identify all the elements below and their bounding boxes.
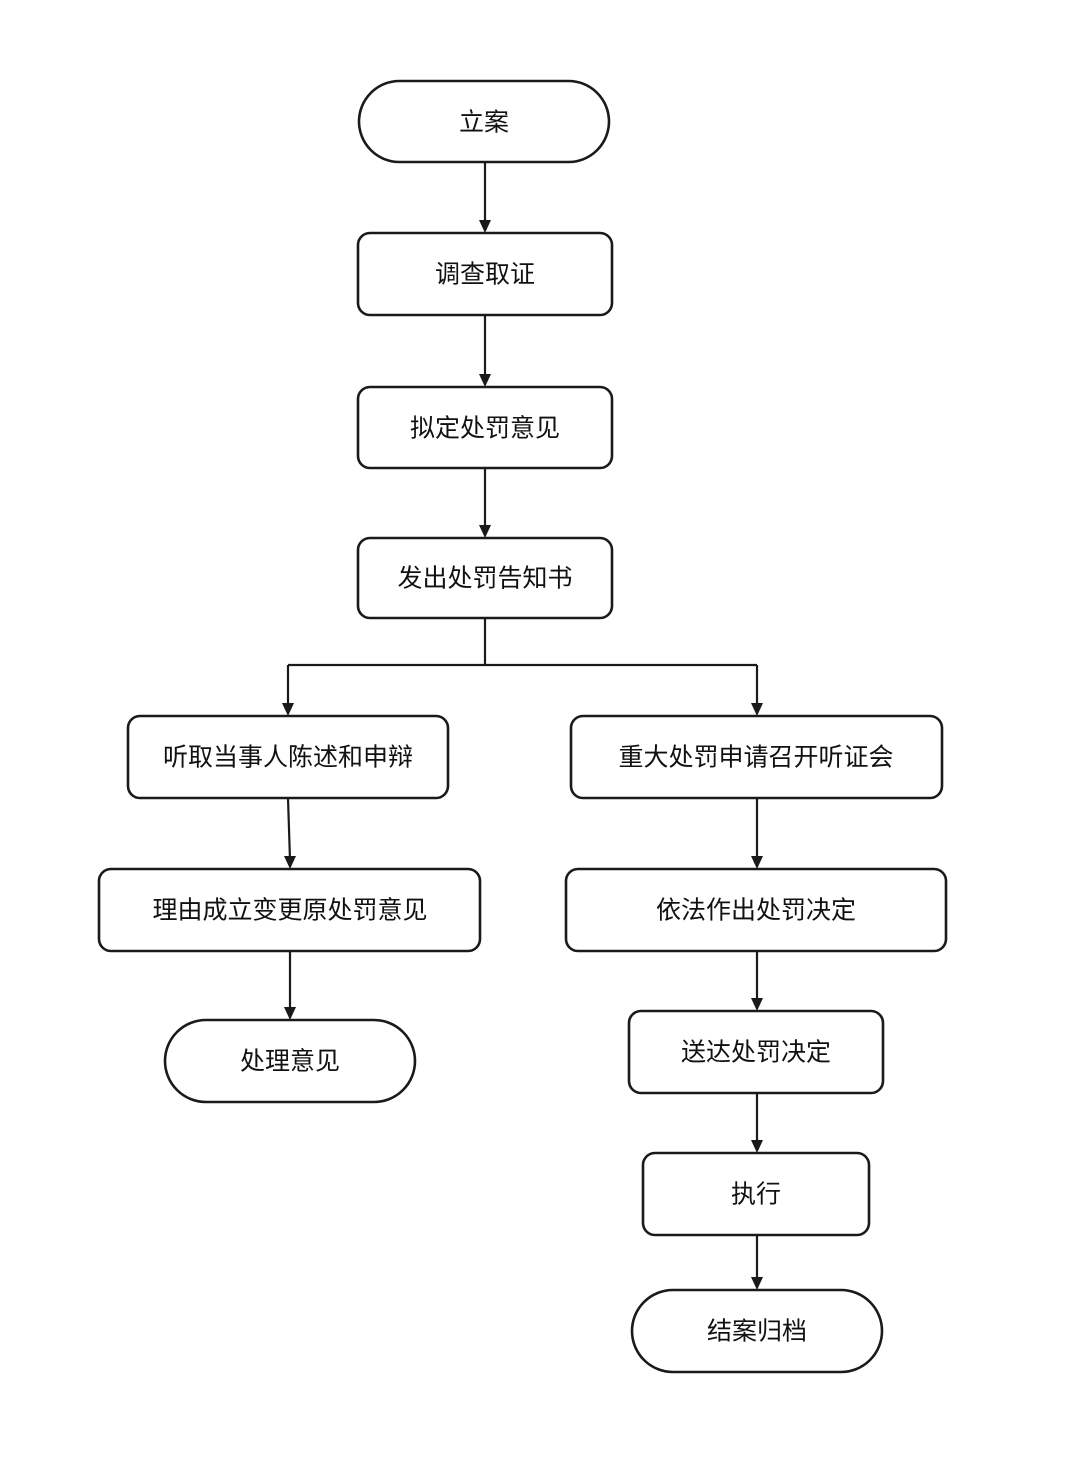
node-label: 依法作出处罚决定	[656, 896, 856, 925]
terminal-shape	[630, 1288, 884, 1374]
arrowhead-n7	[284, 1007, 296, 1020]
arrowhead-n9	[751, 856, 763, 869]
process-shape	[356, 385, 614, 470]
process-shape	[627, 1009, 885, 1095]
process-shape	[97, 867, 482, 953]
node-label: 听取当事人陈述和申辩	[163, 743, 413, 772]
node-zhi-xing: 执行	[641, 1151, 871, 1237]
process-shape	[356, 536, 614, 620]
arrowhead-n11	[751, 1140, 763, 1153]
edge-n5-n6	[286, 797, 292, 861]
node-label: 调查取证	[435, 260, 535, 289]
process-shape	[569, 714, 944, 800]
node-label: 处理意见	[240, 1047, 340, 1076]
arrowhead-n2	[479, 220, 491, 233]
node-ting-qu-chen-shu-shen-bian: 听取当事人陈述和申辩	[126, 714, 450, 800]
process-shape	[564, 867, 948, 953]
process-shape	[356, 231, 614, 317]
node-label: 理由成立变更原处罚意见	[152, 896, 427, 925]
node-yi-fa-zuo-chu-chu-fa-jue-ding: 依法作出处罚决定	[564, 867, 948, 953]
node-label: 拟定处罚意见	[410, 414, 560, 443]
arrowhead-n8	[751, 703, 763, 716]
arrowhead-n12	[751, 1277, 763, 1290]
node-label: 结案归档	[707, 1317, 807, 1346]
node-li-you-cheng-li-bian-geng: 理由成立变更原处罚意见	[97, 867, 482, 953]
node-ni-ding-chu-fa-yi-jian: 拟定处罚意见	[356, 385, 614, 470]
terminal-shape	[357, 79, 611, 164]
process-shape	[641, 1151, 871, 1237]
node-zhong-da-chu-fa-ting-zheng-hui: 重大处罚申请召开听证会	[569, 714, 944, 800]
arrowhead-n10	[751, 998, 763, 1011]
connectors	[282, 162, 763, 1290]
terminal-shape	[163, 1018, 417, 1104]
arrowhead-n6	[284, 856, 296, 869]
arrowhead-n4	[479, 525, 491, 538]
node-li-an: 立案	[357, 79, 611, 164]
node-fa-chu-chu-fa-gao-zhi-shu: 发出处罚告知书	[356, 536, 614, 620]
node-label: 立案	[459, 108, 509, 137]
node-label: 重大处罚申请召开听证会	[618, 743, 893, 772]
node-label: 发出处罚告知书	[397, 564, 572, 593]
node-chu-li-yi-jian: 处理意见	[163, 1018, 417, 1104]
arrowhead-n5	[282, 703, 294, 716]
process-shape	[126, 714, 450, 800]
node-jie-an-gui-dang: 结案归档	[630, 1288, 884, 1374]
node-label: 送达处罚决定	[681, 1038, 831, 1067]
arrowhead-n3	[479, 374, 491, 387]
node-song-da-chu-fa-jue-ding: 送达处罚决定	[627, 1009, 885, 1095]
node-label: 执行	[731, 1180, 781, 1209]
node-diao-cha-qu-zheng: 调查取证	[356, 231, 614, 317]
nodes: 立案 调查取证 拟定处罚意见 发出处罚告知书 听取当事人陈述和申辩 理由成立变更…	[97, 79, 948, 1374]
